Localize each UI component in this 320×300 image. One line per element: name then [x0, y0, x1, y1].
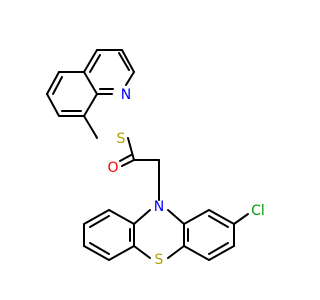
bond-c8-s	[83, 115, 97, 137]
molecule-canvas: N S O N Cl S	[46, 49, 265, 268]
quinoline-pyridine-ring	[83, 49, 135, 95]
bond-carbonyl-o-2	[119, 154, 132, 162]
bond-c8-s-tail	[95, 135, 98, 139]
molecule-structure: N S O N Cl S	[46, 49, 265, 268]
atom-label-s-thioester: S	[117, 131, 126, 147]
atom-label-n-phenothiazine: N	[154, 199, 164, 215]
bond-c-cl	[233, 213, 249, 225]
atom-label-o-carbonyl: O	[107, 160, 118, 176]
bond-s-carbonyl	[127, 137, 135, 161]
atom-label-n-quinoline: N	[121, 87, 131, 103]
atom-label-cl: Cl	[251, 203, 265, 219]
quinoline-benzo-ring	[46, 71, 98, 117]
atom-label-s-phenothiazine: S	[155, 252, 164, 268]
phenothiazine-right-ring	[183, 209, 235, 261]
bond-carbonyl-o-1	[121, 159, 135, 167]
phenothiazine-left-ring	[83, 209, 135, 261]
phenothiazine-central-ring	[133, 209, 185, 259]
